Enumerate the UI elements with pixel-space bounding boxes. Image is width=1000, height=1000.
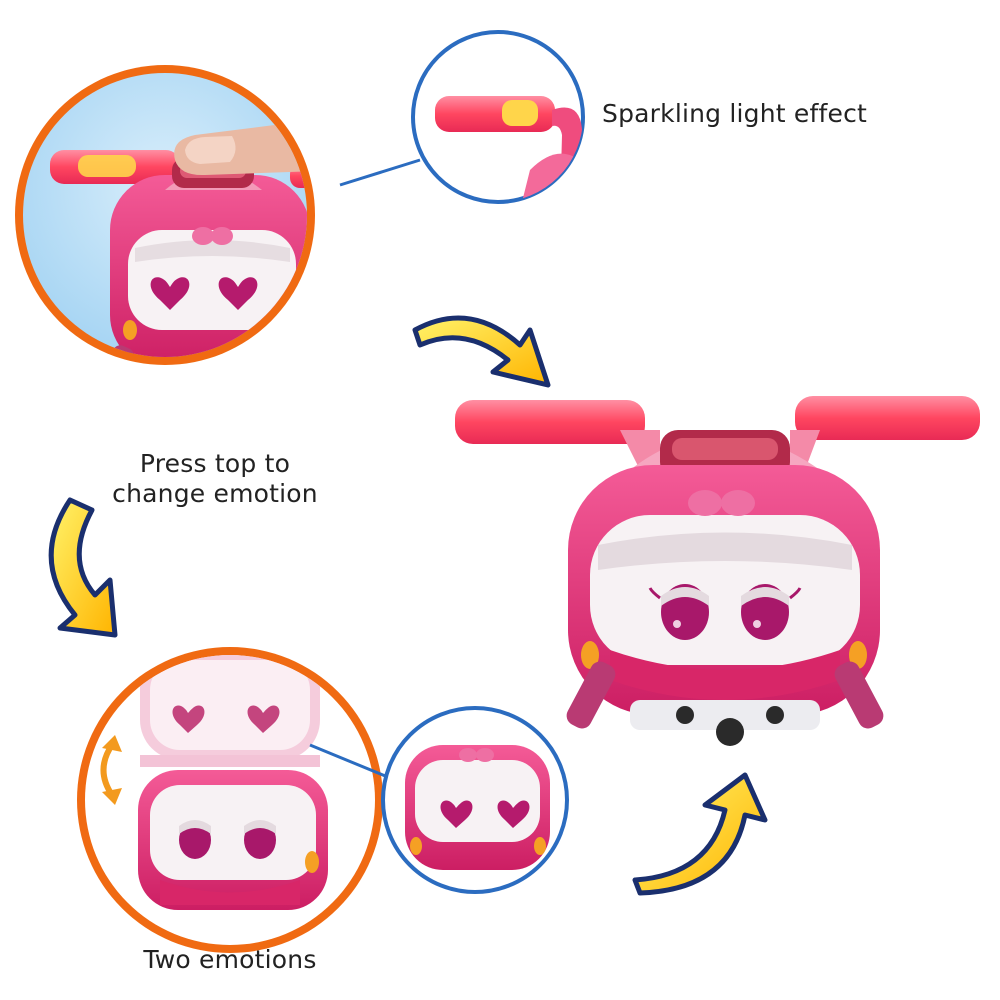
main-character-image bbox=[455, 396, 980, 746]
press-caption-line1: Press top to bbox=[139, 449, 291, 478]
sparkle-zoom bbox=[339, 30, 585, 204]
sparkle-caption: Sparkling light effect bbox=[602, 99, 868, 128]
press-top-illustration bbox=[15, 65, 315, 365]
two-emotions-illustration bbox=[77, 647, 383, 953]
emotion-zoom bbox=[309, 706, 569, 894]
curved-arrow-icon bbox=[632, 772, 768, 896]
curved-arrow-icon bbox=[412, 315, 551, 388]
curved-arrow-icon bbox=[48, 497, 118, 638]
press-caption-line2: change emotion bbox=[112, 479, 318, 508]
double-arrow-icon bbox=[100, 735, 122, 805]
two-emotions-caption: Two emotions bbox=[143, 945, 317, 974]
